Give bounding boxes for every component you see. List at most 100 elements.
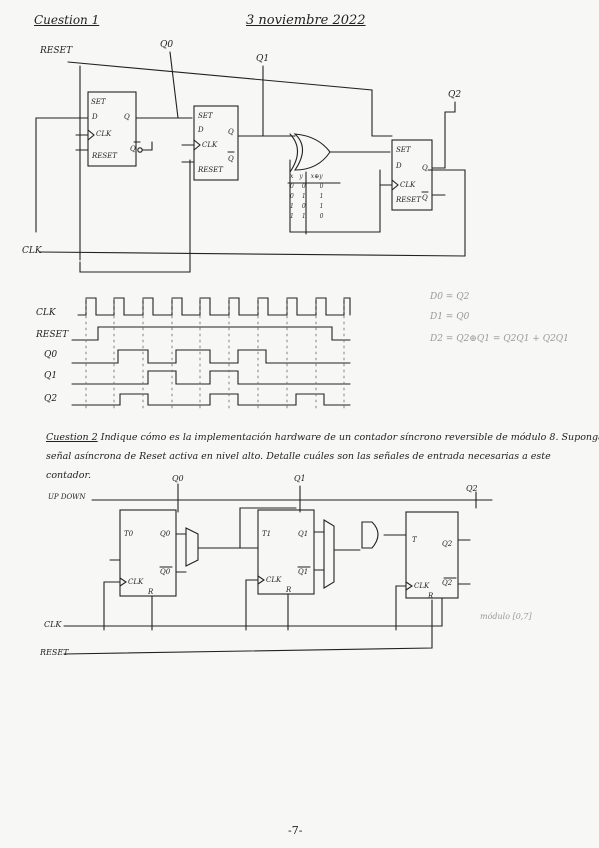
ff2-set: SET <box>396 146 411 154</box>
updown-label: UP DOWN <box>48 493 86 501</box>
question-2-line-2: señal asíncrona de Reset activa en nivel… <box>46 451 551 462</box>
table-row: 0 0 0 <box>290 183 323 190</box>
truth-cell: 1 <box>290 213 294 220</box>
flipflop-1 <box>193 105 239 181</box>
c2-r0: R <box>148 588 154 596</box>
truth-cell: 0 <box>290 183 294 190</box>
table-row: 1 1 0 <box>290 213 323 220</box>
c2-clk2: CLK <box>414 582 430 590</box>
truth-cell: 1 <box>301 213 306 220</box>
and-gate <box>361 521 379 549</box>
c2-t2: T <box>412 536 417 544</box>
c2-clk-label: CLK <box>44 620 62 629</box>
ff0-set: SET <box>91 98 106 106</box>
page-date: 3 noviembre 2022 <box>246 13 366 28</box>
truth-cell: 1 <box>319 193 324 200</box>
q2-label: Q2 <box>448 90 462 100</box>
c2-reset-label: RESET <box>40 648 69 657</box>
c2-t0: T0 <box>124 530 134 538</box>
c2-r2: R <box>428 592 434 600</box>
t-flipflop-1 <box>257 509 315 595</box>
timing-label-q0: Q0 <box>44 350 58 360</box>
timing-label-q2: Q2 <box>44 394 58 404</box>
ff2-qn: Q <box>422 194 428 202</box>
ff2-d: D <box>396 162 402 170</box>
mux-0 <box>185 527 199 567</box>
xor-truth-table: x y x⊕y 0 0 0 0 1 1 1 0 1 1 1 0 <box>290 173 323 220</box>
c2-out1: Q1 <box>298 530 309 538</box>
ff1-q: Q <box>228 128 234 136</box>
ff1-set: SET <box>198 112 213 120</box>
question-2-line-3: contador. <box>46 470 91 481</box>
truth-header-y: y <box>299 173 303 180</box>
mux-1 <box>323 519 335 589</box>
truth-cell: 1 <box>319 203 324 210</box>
ff2-q: Q <box>422 164 428 172</box>
q0-label: Q0 <box>160 40 174 50</box>
c2-t1: T1 <box>262 530 272 538</box>
c2-out2: Q2 <box>442 540 453 548</box>
flipflop-2 <box>391 139 433 211</box>
ff1-d: D <box>198 126 204 134</box>
c2-out0n: Q0 <box>160 568 171 576</box>
truth-table-header: x y x⊕y <box>290 173 323 180</box>
circuit-1 <box>35 51 466 273</box>
clk-label: CLK <box>22 246 42 256</box>
truth-cell: 0 <box>301 183 306 190</box>
modulo-note: módulo [0,7] <box>480 612 532 621</box>
c2-out1n: Q1 <box>298 568 309 576</box>
ff0-d: D <box>92 113 98 121</box>
ff1-reset: RESET <box>198 166 223 174</box>
ff0-reset: RESET <box>92 152 117 160</box>
reset-label: RESET <box>40 46 73 56</box>
ff0-qn: Q <box>130 145 136 153</box>
equation-d1: D1 = Q0 <box>430 312 470 322</box>
clk-waveform <box>77 297 351 316</box>
question-2-text-1: Indique cómo es la implementación hardwa… <box>100 432 599 443</box>
question-1-label: Cuestion 1 <box>34 13 100 27</box>
ff2-clk: CLK <box>400 181 416 189</box>
c2-r1: R <box>286 586 292 594</box>
q1-label: Q1 <box>256 54 270 64</box>
reset-waveform <box>71 326 351 341</box>
timing-label-clk: CLK <box>36 308 56 318</box>
xor-gate <box>293 133 331 171</box>
ff1-clk: CLK <box>202 141 218 149</box>
truth-cell: 1 <box>290 203 294 210</box>
c2-q2-label: Q2 <box>466 484 478 493</box>
circuit-2 <box>63 483 493 655</box>
q0-waveform <box>71 349 351 364</box>
ff0-clk: CLK <box>96 130 112 138</box>
timing-label-reset: RESET <box>36 330 69 340</box>
table-row: 0 1 1 <box>290 193 323 200</box>
ff0-q: Q <box>124 113 130 121</box>
c2-clk1: CLK <box>266 576 282 584</box>
truth-cell: 1 <box>301 193 306 200</box>
timing-label-q1: Q1 <box>44 371 58 381</box>
q1-waveform <box>71 370 351 385</box>
q2-waveform <box>71 393 351 406</box>
ff1-qn: Q <box>228 155 234 163</box>
question-2-line-1: Cuestion 2 Indique cómo es la implementa… <box>46 432 599 443</box>
truth-cell: 0 <box>319 183 324 190</box>
truth-header-xor: x⊕y <box>310 173 323 180</box>
question-2-label: Cuestion 2 <box>46 432 98 443</box>
t-flipflop-0 <box>119 509 177 597</box>
t-flipflop-2 <box>405 511 459 599</box>
page-number: -7- <box>288 824 303 837</box>
ff2-reset: RESET <box>396 196 421 204</box>
table-row: 1 0 1 <box>290 203 323 210</box>
c2-q1-label: Q1 <box>294 474 306 483</box>
timing-diagram <box>71 297 351 413</box>
equation-d0: D0 = Q2 <box>430 292 470 302</box>
c2-clk0: CLK <box>128 578 144 586</box>
c2-out0: Q0 <box>160 530 171 538</box>
c2-out2n: Q2 <box>442 579 453 587</box>
equation-d2: D2 = Q2⊕Q1 = Q2Q1 + Q2Q1 <box>430 334 569 344</box>
truth-header-x: x <box>290 173 294 180</box>
truth-cell: 0 <box>290 193 294 200</box>
c2-q0-label: Q0 <box>172 474 184 483</box>
truth-cell: 0 <box>301 203 306 210</box>
